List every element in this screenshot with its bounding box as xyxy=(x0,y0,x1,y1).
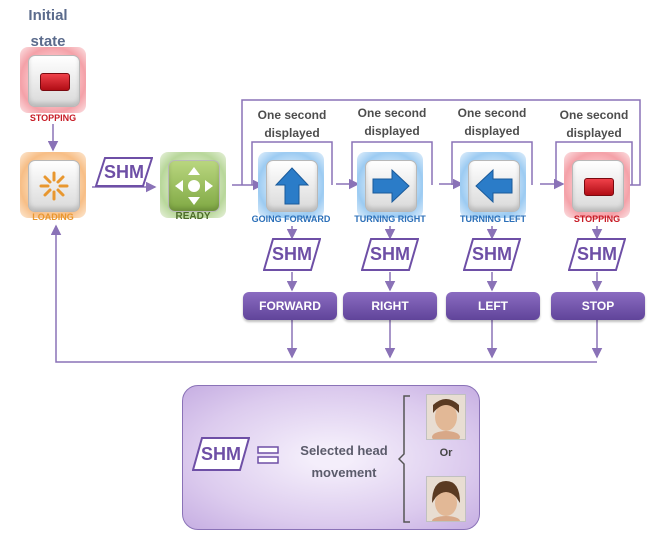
shm-symbol: SHM xyxy=(568,238,626,271)
head-up-photo xyxy=(426,394,466,440)
state-turning-right xyxy=(357,152,423,218)
state-label: GOING FORWARD xyxy=(251,214,331,224)
stop-icon xyxy=(584,178,614,196)
head-down-photo xyxy=(426,476,466,522)
state-ready xyxy=(160,152,226,218)
command-forward: FORWARD xyxy=(243,292,337,320)
stop-icon xyxy=(40,73,70,91)
shm-symbol: SHM xyxy=(192,437,250,471)
state-stopping xyxy=(564,152,630,218)
shm-label: SHM xyxy=(577,244,617,264)
arrow-left-icon xyxy=(475,168,513,204)
arrow-up-icon xyxy=(274,167,310,205)
command-left: LEFT xyxy=(446,292,540,320)
state-going-forward xyxy=(258,152,324,218)
shm-symbol: SHM xyxy=(263,238,321,271)
state-stopping-initial xyxy=(20,47,86,113)
state-label: STOPPING xyxy=(573,214,621,224)
state-label: LOADING xyxy=(32,212,74,222)
initial-state-title: Initial state xyxy=(28,7,68,50)
command-stop: STOP xyxy=(551,292,645,320)
shm-symbol: SHM xyxy=(463,238,521,271)
state-loading xyxy=(20,152,86,218)
shm-symbol: SHM xyxy=(361,238,419,271)
state-turning-left xyxy=(460,152,526,218)
shm-label: SHM xyxy=(272,244,312,264)
shm-label: SHM xyxy=(370,244,410,264)
state-label: TURNING LEFT xyxy=(460,214,526,224)
command-right: RIGHT xyxy=(343,292,437,320)
shm-label: SHM xyxy=(201,444,241,464)
or-label: Or xyxy=(439,447,453,459)
bracket xyxy=(398,395,410,523)
equivalence-icon xyxy=(257,446,279,464)
shm-label: SHM xyxy=(104,162,144,182)
shm-symbol: SHM xyxy=(95,157,153,187)
direction-pad-icon xyxy=(175,167,213,205)
state-label: STOPPING xyxy=(29,113,77,123)
arrow-right-icon xyxy=(372,168,410,204)
legend-text: Selected head movement xyxy=(300,443,388,480)
state-label: READY xyxy=(175,211,211,222)
shm-label: SHM xyxy=(472,244,512,264)
loading-icon xyxy=(39,171,69,201)
state-label: TURNING RIGHT xyxy=(354,214,426,224)
